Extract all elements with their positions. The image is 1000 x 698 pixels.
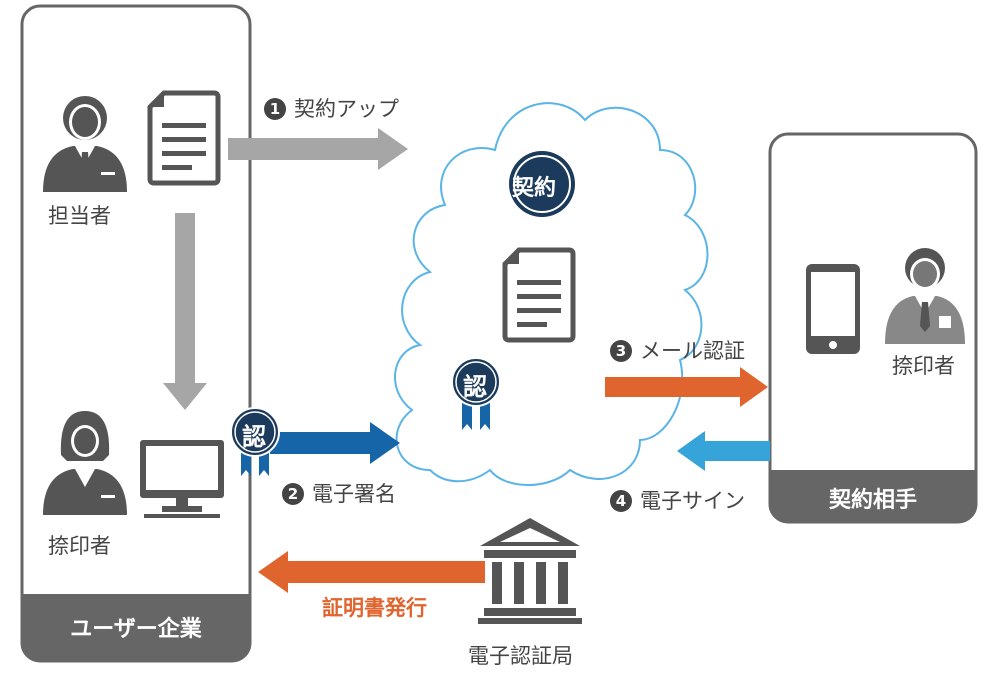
e-signature-arrow [270, 422, 400, 464]
certificate-authority-icon [478, 518, 582, 624]
signer-label: 捺印者 [48, 534, 111, 558]
smartphone-icon [806, 264, 860, 354]
staff-label: 担当者 [48, 204, 111, 228]
e-sign-arrow [677, 431, 770, 471]
step-1-text: 契約アップ [294, 97, 399, 121]
step-2-label: 2 電子署名 [282, 478, 396, 508]
partner-person-icon [885, 248, 965, 344]
document-icon [147, 90, 221, 186]
mail-auth-arrow [605, 367, 768, 407]
upload-arrow [228, 128, 408, 170]
partner-panel [768, 132, 978, 524]
computer-monitor-icon [140, 440, 224, 518]
handoff-down-arrow [163, 213, 207, 410]
step-3-text: メール認証 [640, 339, 745, 363]
step-4-number: 4 [610, 490, 632, 512]
step-4-text: 電子サイン [640, 489, 745, 513]
step-4-label: 4 電子サイン [610, 485, 745, 515]
step-1-label: 1 契約アップ [264, 93, 399, 123]
staff-person-icon [43, 96, 127, 192]
step-3-label: 3 メール認証 [610, 335, 745, 365]
certificate-arrow [258, 551, 485, 593]
step-2-text: 電子署名 [312, 482, 396, 506]
user-company-title: ユーザー企業 [70, 617, 202, 642]
partner-title: 契約相手 [828, 488, 917, 513]
cloud-document-icon [502, 247, 576, 343]
certificate-issuance-label: 証明書発行 [322, 596, 427, 620]
step-2-number: 2 [282, 483, 304, 505]
step-3-number: 3 [610, 340, 632, 362]
cloud-auth-badge [451, 357, 501, 430]
step-1-number: 1 [264, 98, 286, 120]
certificate-authority-label: 電子認証局 [468, 644, 573, 668]
contract-badge [509, 151, 575, 217]
cloud-auth-badge-text: 認 [463, 373, 487, 401]
left-seal-badge [230, 407, 280, 476]
partner-signer-label: 捺印者 [892, 354, 955, 378]
left-seal-text: 認 [242, 423, 266, 451]
signer-person-icon [43, 411, 127, 515]
contract-badge-text: 契約 [512, 176, 557, 201]
